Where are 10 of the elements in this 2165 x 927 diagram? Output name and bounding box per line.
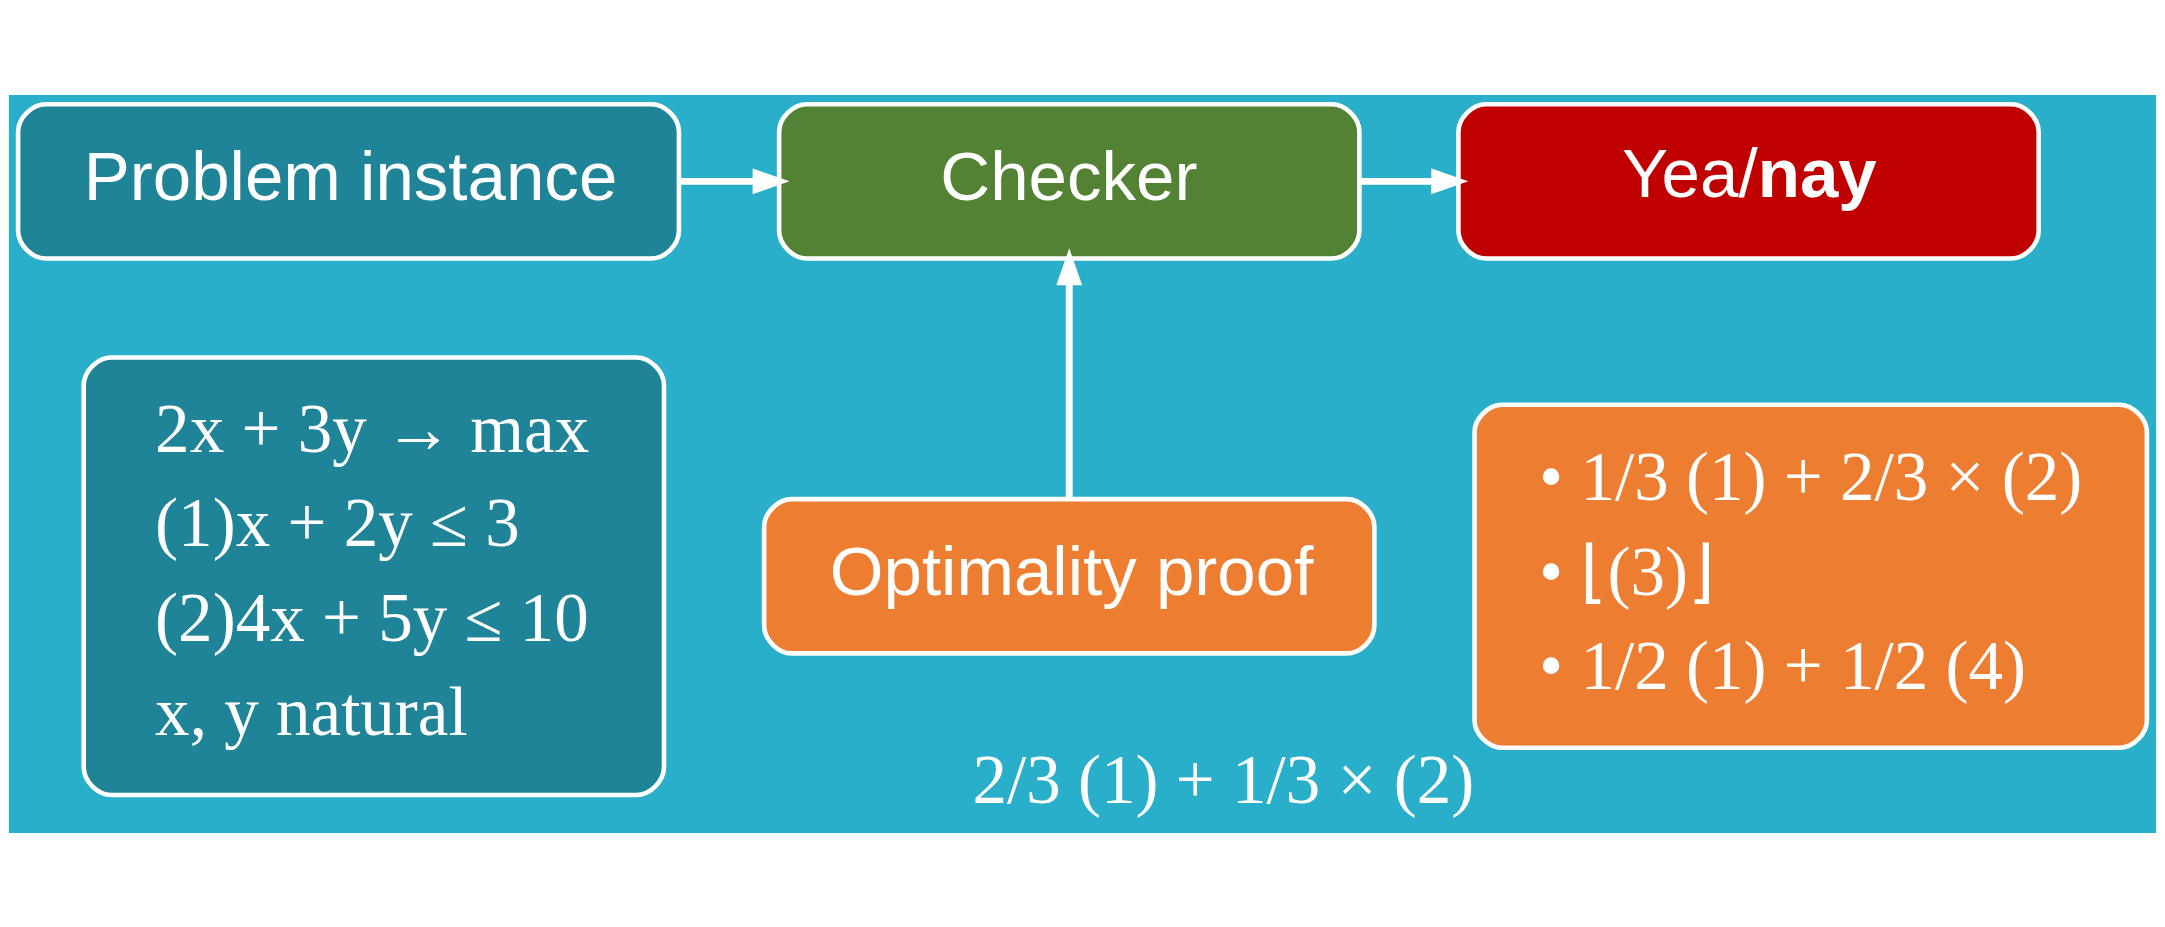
node-box: Problem instance bbox=[15, 101, 682, 261]
arrow bbox=[1056, 247, 1083, 499]
node-box: • 1/3 (1) + 2/3 × (2) • ⌊(3)⌋ • 1/2 (1) + 1/2 (4) bbox=[1472, 401, 2150, 750]
node-box: Yea/nay bbox=[1456, 101, 2041, 261]
node-label: 2/3 (1) + 1/3 × (2) bbox=[972, 740, 1475, 818]
arrow bbox=[679, 167, 790, 194]
node-box: Checker bbox=[776, 101, 1362, 261]
node-box: Optimality proof bbox=[761, 496, 1377, 656]
arrow bbox=[1359, 167, 1469, 194]
node-box: 2x + 3y → max (1)x + 2y ≤ 3 (2)4x + 5y ≤ 10 x, y natural bbox=[81, 354, 667, 797]
